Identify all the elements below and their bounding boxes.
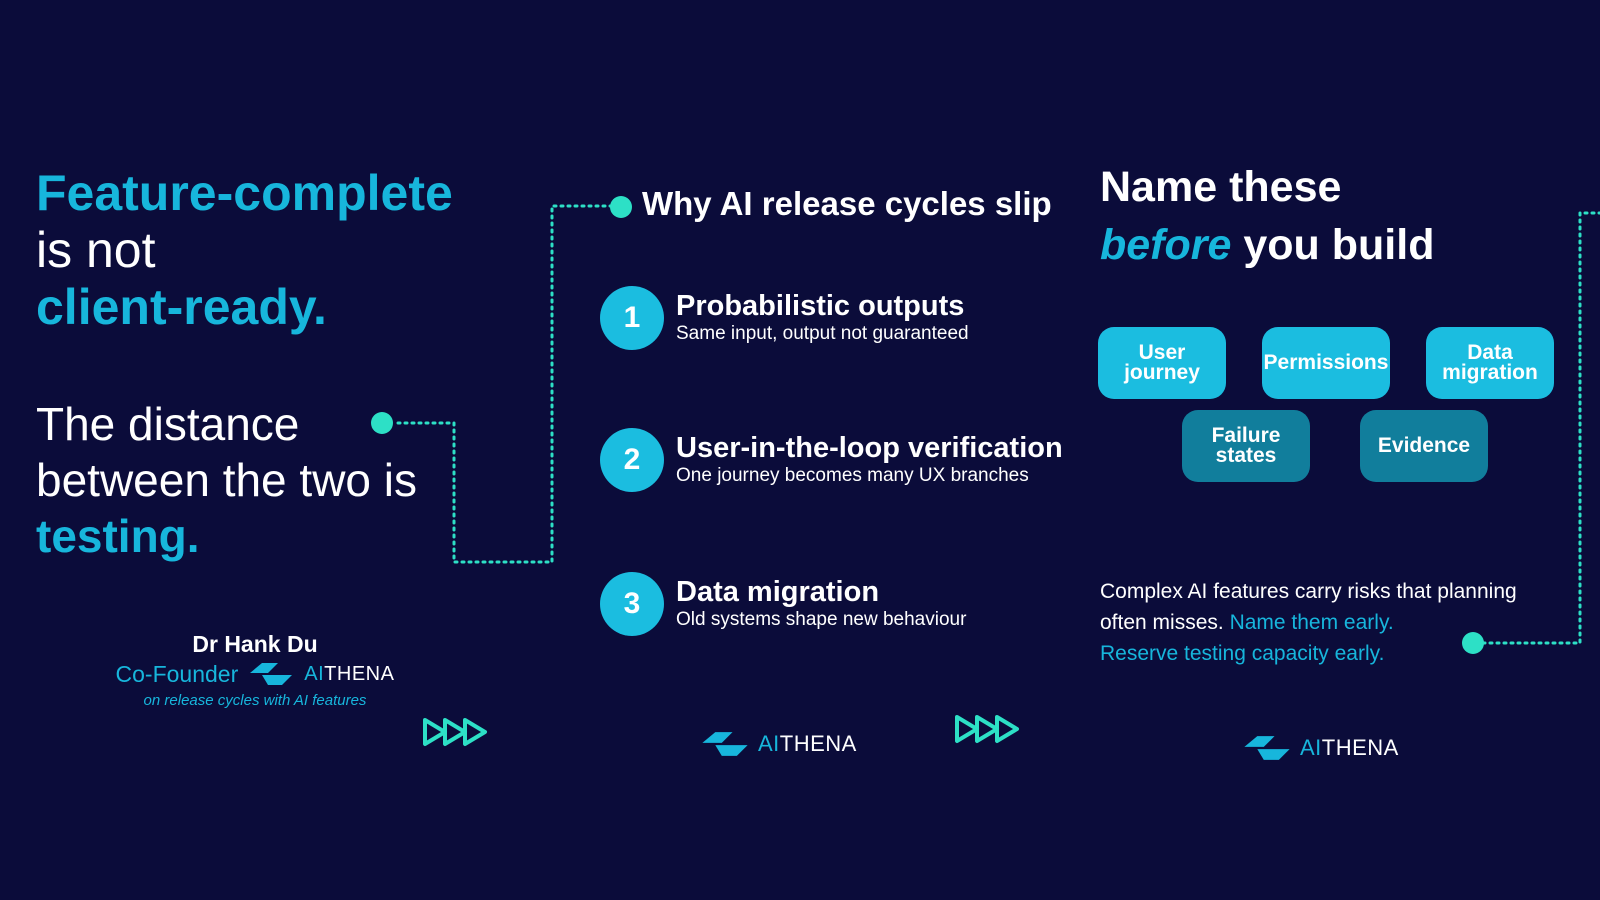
right-connector-path [1474, 211, 1600, 645]
headline-line-1: Feature-complete [36, 165, 453, 221]
right-title-line-1: Name these [1100, 163, 1342, 211]
step-subtitle: Same input, output not guaranteed [676, 323, 969, 344]
author-tagline: on release cycles with AI features [143, 692, 367, 709]
right-title-rest: you build [1231, 221, 1435, 269]
step-number: 2 [600, 428, 664, 492]
triple-arrow-icon [955, 715, 1019, 743]
distance-line-1: The distance [36, 398, 300, 450]
step-title: Probabilistic outputs [676, 290, 965, 322]
left-headline: Feature-complete is not client-ready. [36, 165, 453, 336]
body-plain: Complex AI features carry risks that pla… [1100, 580, 1517, 634]
chip-user-journey: User journey [1098, 327, 1226, 399]
chip-failure-states: Failure states [1182, 410, 1310, 482]
aithena-logo-right: AITHENA [1242, 734, 1399, 762]
step-item: 2 User-in-the-loop verification One jour… [600, 428, 1063, 492]
triple-arrow-icon [423, 718, 487, 746]
chip-permissions: Permissions [1262, 327, 1390, 399]
right-title-line-2: before you build [1100, 216, 1434, 274]
aithena-logo-icon [1244, 736, 1290, 760]
body-cyan-2: Reserve testing capacity early. [1100, 642, 1385, 665]
left-distance-text: The distance between the two is testing. [36, 396, 417, 564]
author-role-row: Co-Founder AITHENA [110, 658, 400, 690]
brand-wordmark: AITHENA [304, 663, 395, 685]
step-title: User-in-the-loop verification [676, 432, 1063, 464]
step-subtitle: Old systems shape new behaviour [676, 609, 967, 630]
connector-dot-icon [371, 412, 393, 434]
author-name: Dr Hank Du [192, 631, 318, 657]
aithena-logo-icon [702, 732, 748, 756]
distance-line-2: between the two is [36, 454, 418, 506]
connector-dot-icon [1462, 632, 1484, 654]
step-item: 1 Probabilistic outputs Same input, outp… [600, 286, 969, 350]
author-block: Dr Hank Du Co-Founder AITHENA on release… [110, 630, 400, 712]
distance-line-3: testing. [36, 510, 200, 562]
headline-line-2: is not [36, 222, 156, 278]
step-number: 1 [600, 286, 664, 350]
right-title: Name these before you build [1100, 158, 1434, 274]
right-body-text: Complex AI features carry risks that pla… [1100, 576, 1530, 669]
aithena-logo-icon [250, 663, 293, 685]
step-number: 3 [600, 572, 664, 636]
connector-dot-icon [610, 196, 632, 218]
aithena-logo-middle: AITHENA [700, 730, 857, 758]
right-title-emphasis: before [1100, 221, 1232, 269]
left-connector-path [396, 204, 618, 564]
middle-title: Why AI release cycles slip [642, 185, 1052, 222]
brand-wordmark: AITHENA [1300, 735, 1399, 760]
step-subtitle: One journey becomes many UX branches [676, 465, 1029, 486]
body-cyan-1: Name them early. [1229, 611, 1394, 634]
chip-data-migration: Data migration [1426, 327, 1554, 399]
step-title: Data migration [676, 576, 880, 608]
step-item: 3 Data migration Old systems shape new b… [600, 572, 966, 636]
chip-evidence: Evidence [1360, 410, 1488, 482]
author-role: Co-Founder [115, 661, 239, 687]
headline-line-3: client-ready. [36, 279, 327, 335]
brand-wordmark: AITHENA [758, 731, 857, 756]
